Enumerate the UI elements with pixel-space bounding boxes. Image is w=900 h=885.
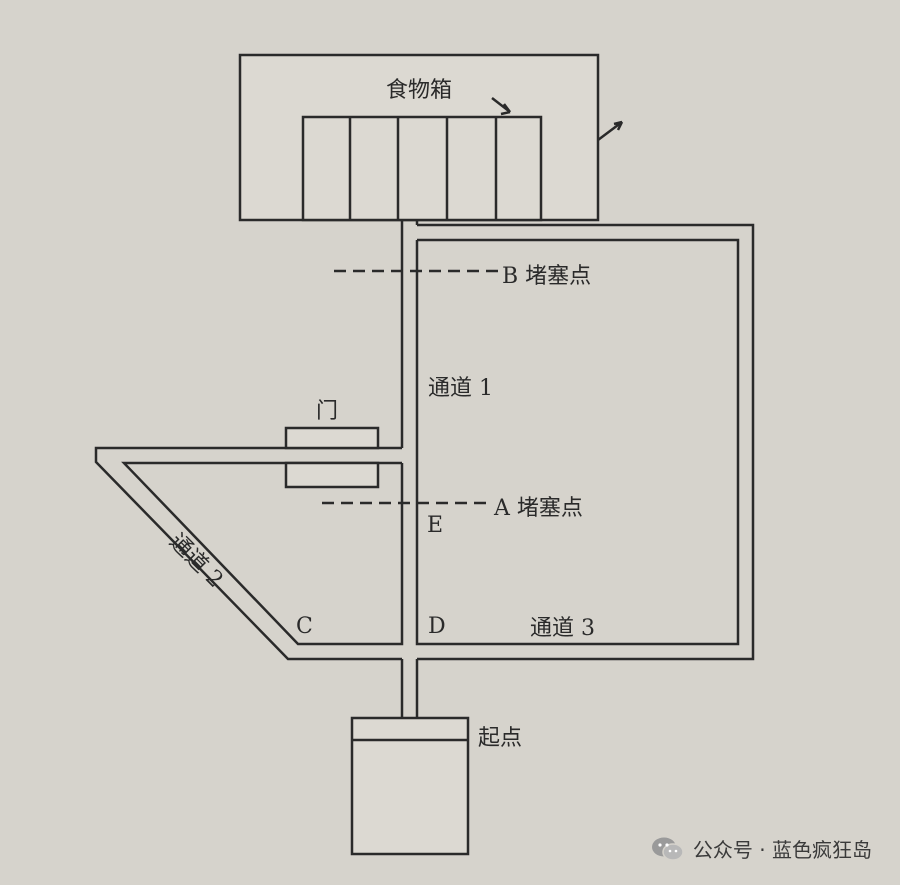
start-label: 起点 xyxy=(478,726,523,751)
channel-3-label: 通道 3 xyxy=(530,616,595,641)
block-a-label: A 堵塞点 xyxy=(494,496,583,521)
point-d-label: D xyxy=(428,614,446,639)
wechat-icon xyxy=(651,837,684,861)
start-box xyxy=(350,716,470,856)
food-box-label: 食物箱 xyxy=(386,78,453,103)
channel-1 xyxy=(400,220,419,448)
watermark: 公众号 · 蓝色疯狂岛 xyxy=(651,834,872,863)
watermark-text: 公众号 · 蓝色疯狂岛 xyxy=(692,838,872,862)
door-label: 门 xyxy=(316,399,339,424)
block-b-label: B 堵塞点 xyxy=(502,264,592,289)
food-box-leader xyxy=(491,97,511,116)
point-e-label: E xyxy=(427,513,444,538)
point-c-label: C xyxy=(296,614,313,639)
door xyxy=(284,426,380,489)
channel-1-label: 通道 1 xyxy=(428,376,493,401)
channel-2 xyxy=(94,446,404,661)
start-stem xyxy=(400,659,419,718)
food-compartments xyxy=(301,115,543,222)
channel-3 xyxy=(415,223,755,661)
frame-leader xyxy=(597,120,624,141)
